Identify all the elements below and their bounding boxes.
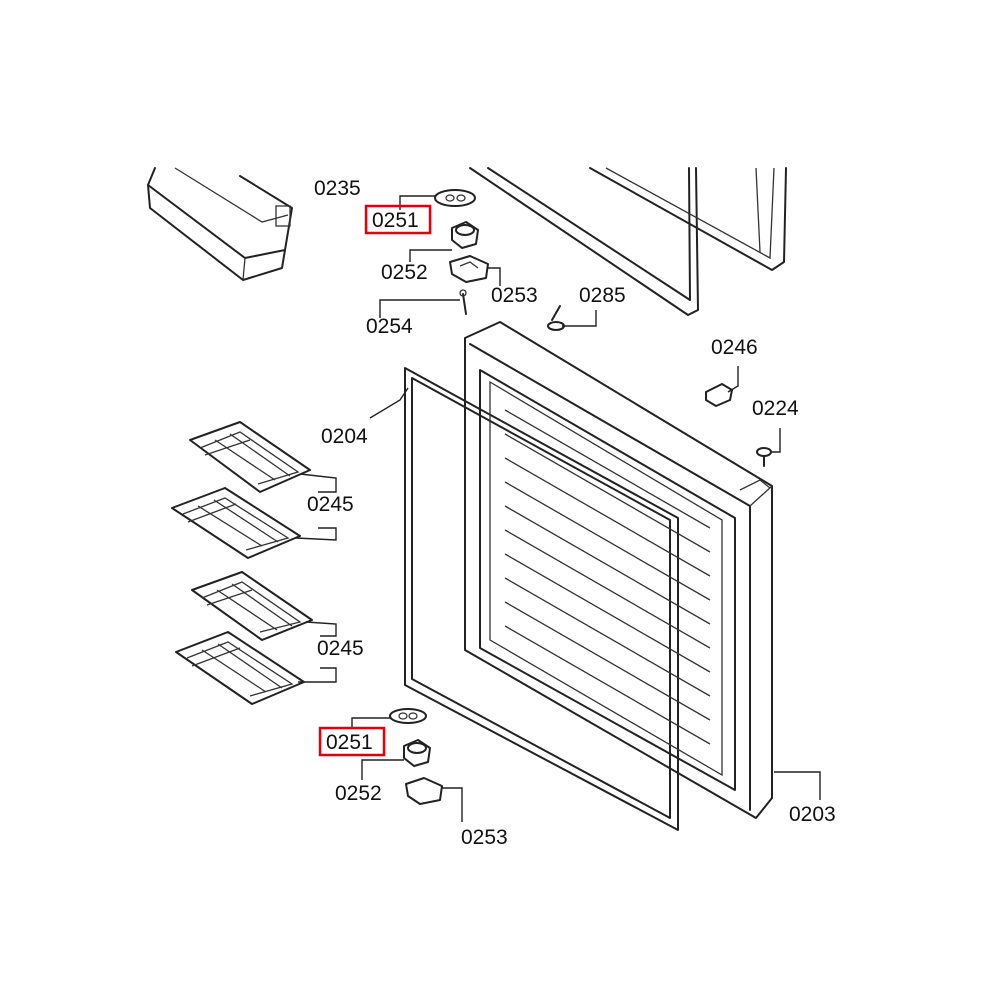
label-0254: 0254 bbox=[366, 315, 413, 338]
label-0252-top: 0252 bbox=[381, 261, 428, 284]
label-0251-top: 0251 bbox=[372, 209, 419, 232]
label-0203: 0203 bbox=[789, 803, 836, 826]
hinge-bushing-top bbox=[451, 221, 479, 249]
hinge-washer-bottom bbox=[389, 708, 427, 724]
hinge-washer-top bbox=[434, 189, 476, 207]
egg-tray-2 bbox=[171, 487, 301, 559]
label-0285: 0285 bbox=[579, 284, 626, 307]
inner-door-0203 bbox=[464, 321, 773, 819]
shelf-rail-0235 bbox=[147, 167, 293, 281]
hinge-bracket-bottom bbox=[405, 777, 443, 805]
screw-0285 bbox=[547, 305, 565, 331]
highlight-box-0251-bottom bbox=[318, 726, 386, 757]
label-0252-bottom: 0252 bbox=[335, 782, 382, 805]
upper-door-frame bbox=[469, 167, 787, 316]
label-0253-bottom: 0253 bbox=[461, 826, 508, 849]
plug-0224 bbox=[756, 447, 772, 467]
label-0204: 0204 bbox=[321, 425, 368, 448]
highlight-box-0251-top bbox=[364, 204, 432, 235]
door-gasket-0204 bbox=[404, 367, 679, 831]
label-0245-upper: 0245 bbox=[307, 493, 354, 516]
label-0245-lower: 0245 bbox=[317, 637, 364, 660]
egg-tray-3 bbox=[191, 571, 313, 641]
label-0251-bottom: 0251 bbox=[326, 731, 373, 754]
pin-0254 bbox=[459, 289, 467, 315]
label-0224: 0224 bbox=[752, 397, 799, 420]
egg-tray-4 bbox=[175, 631, 305, 705]
label-0246: 0246 bbox=[711, 336, 758, 359]
egg-tray-1 bbox=[189, 421, 311, 493]
hinge-bracket-top bbox=[449, 255, 489, 283]
cap-0246 bbox=[705, 383, 733, 407]
label-0253-top: 0253 bbox=[491, 284, 538, 307]
leader-lines bbox=[295, 195, 821, 822]
label-0235: 0235 bbox=[314, 177, 361, 200]
hinge-bushing-bottom bbox=[403, 739, 431, 767]
